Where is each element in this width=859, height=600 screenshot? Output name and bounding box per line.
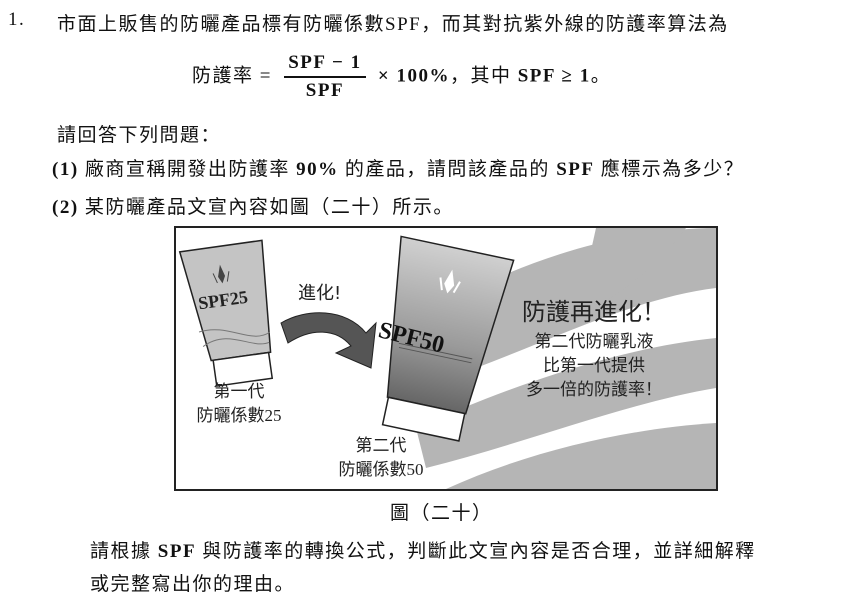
figure-graphics: [178, 228, 716, 489]
part-1-text: 的產品，請問該產品的: [344, 159, 550, 180]
part-2-text: 某防曬產品文宣內容如圖（二十）所示。: [84, 197, 454, 218]
gen2-line2: 防曬係數50: [338, 460, 424, 479]
part-1: (1) 廠商宣稱開發出防護率 90% 的產品，請問該產品的 SPF 應標示為多少…: [52, 154, 744, 181]
formula-fraction: SPF − 1 SPF: [284, 52, 366, 102]
figure-advertisement: SPF25 進化! SPF50 第一代 防曬係數25 第二代 防曬係數50 防護…: [174, 226, 718, 491]
brush-strokes: [416, 228, 716, 489]
gen1-line1: 第一代: [213, 382, 265, 401]
formula-lhs: 防護率 =: [192, 65, 272, 87]
ad-headline: 防護再進化！: [522, 300, 666, 326]
arrow-icon: [280, 312, 377, 369]
followup: 請根據 SPF 與防護率的轉換公式，判斷此文宣內容是否合理，並詳細解釋: [90, 536, 756, 563]
formula-condition: SPF ≥ 1: [517, 65, 591, 87]
question-number: 1.: [8, 9, 26, 30]
part-1-value: 90%: [296, 159, 339, 180]
gen1-line2: 防曬係數25: [196, 406, 282, 425]
formula-denominator: SPF: [305, 80, 345, 101]
gen1-caption: 第一代 防曬係數25: [184, 380, 294, 428]
ad-text: 防護再進化！ 第二代防曬乳液 比第一代提供 多一倍的防護率！: [494, 296, 694, 402]
formula: 防護率 = SPF − 1 SPF × 100%，其中 SPF ≥ 1。: [192, 52, 611, 102]
arrow-label: 進化!: [298, 283, 342, 304]
ad-body-line2: 比第一代提供: [543, 356, 645, 375]
part-1-label: (1): [52, 159, 79, 180]
formula-end: 。: [590, 65, 612, 87]
followup-line2: 或完整寫出你的理由。: [90, 574, 296, 595]
part-2-label: (2): [52, 197, 79, 218]
part-1-text: 應標示為多少？: [600, 159, 745, 180]
formula-rhs: × 100%: [377, 65, 450, 87]
gen2-caption: 第二代 防曬係數50: [326, 434, 436, 482]
followup-text: 與防護率的轉換公式，判斷此文宣內容是否合理，並詳細解釋: [202, 541, 756, 562]
part-1-text: 廠商宣稱開發出防護率: [84, 159, 290, 180]
ad-body-line1: 第二代防曬乳液: [534, 332, 654, 351]
ad-body-line3: 多一倍的防護率！: [526, 380, 662, 399]
figure-caption: 圖（二十）: [390, 503, 493, 524]
tube-spf50-icon: [381, 235, 515, 442]
part-2: (2) 某防曬產品文宣內容如圖（二十）所示。: [52, 192, 454, 219]
followup-spf: SPF: [157, 541, 197, 562]
formula-numerator: SPF − 1: [284, 52, 366, 78]
part-1-spf: SPF: [556, 159, 595, 180]
followup-text: 請根據: [90, 541, 152, 562]
gen2-line1: 第二代: [355, 436, 407, 455]
formula-condition-prefix: ，其中: [449, 65, 512, 87]
tube-spf25-icon: [178, 239, 274, 387]
prompt: 請回答下列問題：: [57, 125, 222, 146]
question-intro: 市面上販售的防曬產品標有防曬係數SPF，而其對抗紫外線的防護率算法為: [57, 14, 729, 35]
